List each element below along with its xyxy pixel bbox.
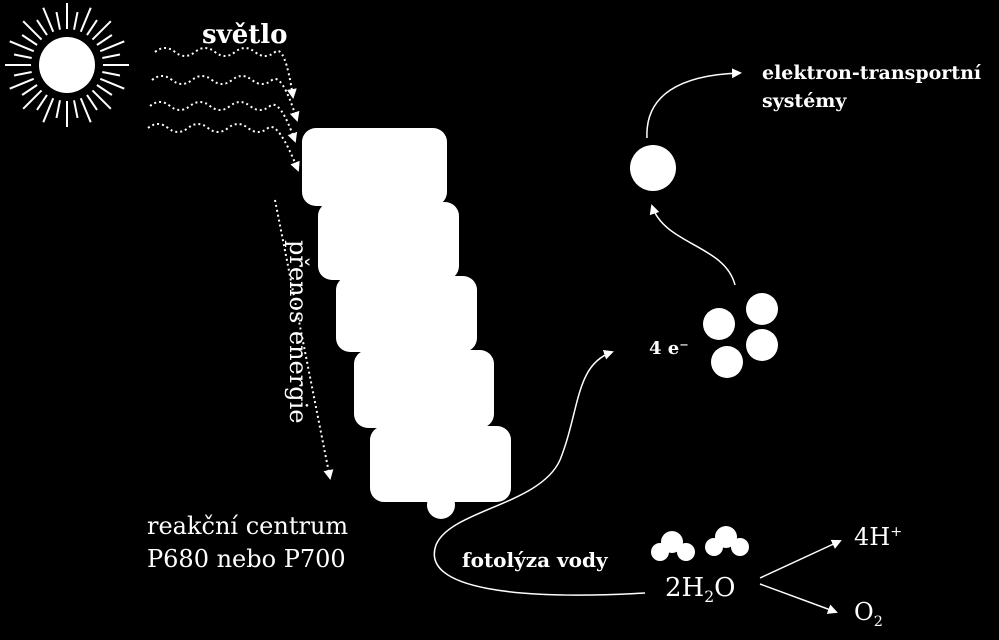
sun-ray bbox=[79, 97, 92, 123]
reaction-center-dot bbox=[427, 491, 455, 519]
light-wave-3 bbox=[149, 101, 298, 143]
sun-ray bbox=[42, 97, 55, 123]
sun-ray bbox=[99, 40, 125, 53]
antenna-block-5 bbox=[370, 426, 511, 502]
sun-ray bbox=[96, 84, 113, 96]
reaction-center-label-line2: P680 nebo P700 bbox=[147, 545, 346, 573]
etc-label-line1: elektron-transportní bbox=[762, 62, 982, 84]
sun-ray bbox=[22, 89, 43, 110]
sun-ray bbox=[86, 19, 98, 36]
sun-ray bbox=[86, 94, 98, 111]
water-formula: 2H2O bbox=[665, 573, 735, 607]
energy-transfer-label: přenos energie bbox=[284, 240, 312, 424]
water-o: O bbox=[714, 573, 736, 603]
sun-ray bbox=[13, 71, 32, 77]
water-molecule-2 bbox=[705, 526, 749, 556]
sun-ray bbox=[79, 7, 92, 33]
protons-sup: + bbox=[890, 524, 903, 540]
water-sub: 2 bbox=[704, 588, 715, 607]
sun-ray bbox=[9, 40, 35, 53]
sun-ray bbox=[13, 53, 32, 59]
photolysis-arrow bbox=[433, 349, 646, 596]
light-wave-arrows bbox=[147, 47, 300, 172]
antenna-block-4 bbox=[354, 350, 494, 428]
sun-ray bbox=[21, 34, 38, 46]
sun-ray bbox=[96, 34, 113, 46]
sun-ray bbox=[102, 71, 121, 77]
sun-ray bbox=[42, 7, 55, 33]
energy-transfer-arrow bbox=[274, 199, 334, 480]
oxygen-arrow bbox=[759, 583, 838, 614]
antenna-block-2 bbox=[318, 202, 459, 280]
sun-ray bbox=[102, 53, 121, 59]
water-molecule-1 bbox=[651, 531, 695, 561]
water-coef: 2H bbox=[665, 573, 705, 603]
proton-arrow bbox=[759, 539, 842, 579]
protons-formula: 4H+ bbox=[854, 523, 902, 552]
sun-ray bbox=[73, 100, 79, 119]
electron-up-arrow bbox=[649, 204, 736, 286]
light-label: světlo bbox=[202, 20, 288, 50]
sun-ray bbox=[22, 20, 43, 41]
sun-ray bbox=[91, 89, 112, 110]
sun-ray bbox=[36, 19, 48, 36]
sun-ray bbox=[36, 94, 48, 111]
excited-electron bbox=[630, 145, 676, 191]
sun-ray bbox=[99, 77, 125, 90]
electrons-label: 4 e⁻ bbox=[649, 338, 689, 359]
oxygen-formula: O2 bbox=[854, 598, 883, 631]
reaction-center-label-line1: reakční centrum bbox=[147, 512, 349, 540]
sun-ray bbox=[73, 11, 79, 30]
sun-ray bbox=[21, 84, 38, 96]
protons-main: 4H bbox=[854, 523, 891, 551]
antenna-block-3 bbox=[336, 276, 477, 352]
sun-icon bbox=[5, 3, 129, 127]
electron-cluster bbox=[703, 293, 778, 378]
sun-ray bbox=[9, 77, 35, 90]
photolysis-label: fotolýza vody bbox=[462, 548, 608, 572]
sun-ray bbox=[55, 100, 61, 119]
oxygen-main: O bbox=[854, 598, 874, 626]
sun-ray bbox=[91, 20, 112, 41]
antenna-block-1 bbox=[302, 128, 447, 206]
etc-label-line2: systémy bbox=[762, 90, 847, 112]
light-wave-4 bbox=[147, 123, 300, 172]
light-wave-1 bbox=[154, 47, 297, 99]
light-wave-2 bbox=[151, 75, 300, 122]
antenna-complex bbox=[302, 128, 511, 519]
etc-arrow bbox=[646, 68, 742, 139]
sun-ray bbox=[55, 11, 61, 30]
oxygen-sub: 2 bbox=[873, 613, 883, 630]
